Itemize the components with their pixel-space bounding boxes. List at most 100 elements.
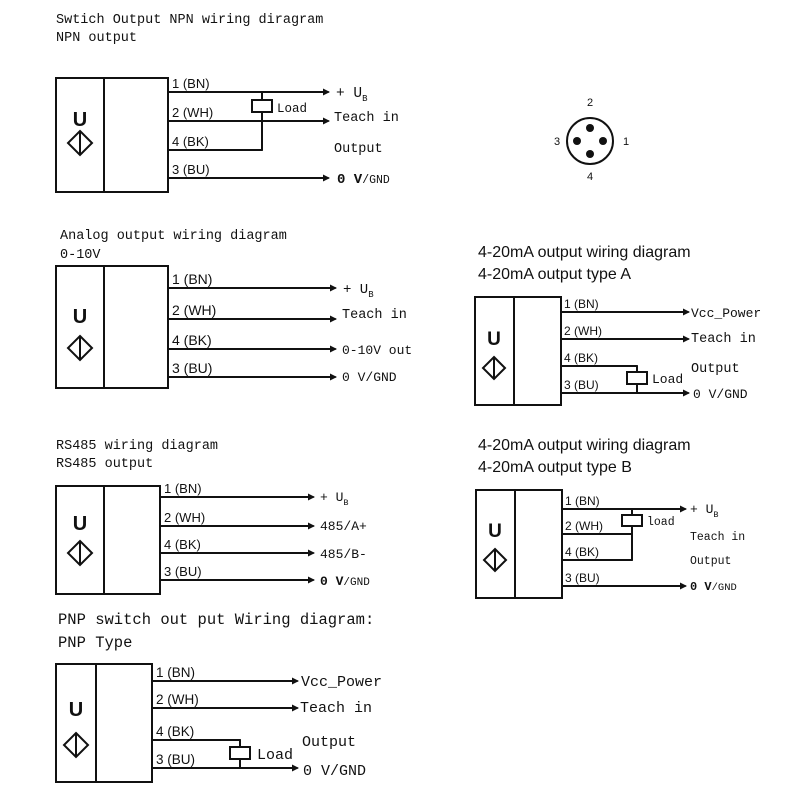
load-label: Load xyxy=(257,747,293,764)
wire-label-wh: 2 (WH) xyxy=(156,692,199,707)
pnp-text: PNP switch out put Wiring diagram: PNP T… xyxy=(58,611,382,780)
wire-label-wh: 2 (WH) xyxy=(172,302,216,318)
wire-label-wh: 2 (WH) xyxy=(564,324,602,338)
wire-label-bn: 1 (BN) xyxy=(164,481,202,496)
load-resistor xyxy=(251,99,273,113)
wire-label-bu: 3 (BU) xyxy=(172,162,210,177)
sensor-letter: U xyxy=(73,513,87,535)
wire-label-bk: 4 (BK) xyxy=(564,351,598,365)
wire-label-bn: 1 (BN) xyxy=(172,76,210,91)
wire-label-bk: 4 (BK) xyxy=(164,537,201,552)
sensor-body xyxy=(475,489,563,599)
teach-label: Teach in xyxy=(300,700,372,717)
ma-b-diagram xyxy=(475,489,687,599)
teach-label: Teach in xyxy=(691,332,756,347)
npn-title: Swtich Output NPN wiring diragram xyxy=(56,13,323,28)
wire-label-wh: 2 (WH) xyxy=(172,105,213,120)
gnd-label: 0 V/GND xyxy=(690,580,737,594)
ma-a-subtitle: 4-20mA output type A xyxy=(478,266,631,283)
pnp-subtitle: PNP Type xyxy=(58,634,132,652)
gnd-label: 0 V/GND xyxy=(303,763,366,780)
gnd-label: 0 V/GND xyxy=(693,387,748,402)
wire-label-bn: 1 (BN) xyxy=(172,271,212,287)
gnd-label: 0 V/GND xyxy=(320,574,370,589)
gnd-label: 0 V/GND xyxy=(342,370,397,385)
wire-label-bk: 4 (BK) xyxy=(156,724,194,739)
analog-subtitle: 0-10V xyxy=(60,248,101,263)
npn-diagram xyxy=(55,77,330,193)
analog-diagram xyxy=(55,265,337,389)
ma-b-text: 4-20mA output wiring diagram 4-20mA outp… xyxy=(478,437,745,594)
sensor-letter: U xyxy=(69,699,83,721)
supply-label: + UB xyxy=(690,502,719,520)
wire-label-bn: 1 (BN) xyxy=(564,297,599,311)
m12-connector xyxy=(566,117,614,165)
vcc-label: Vcc_Power xyxy=(301,674,382,691)
wire-label-bk: 4 (BK) xyxy=(565,545,599,559)
ma-b-subtitle: 4-20mA output type B xyxy=(478,459,632,476)
load-resistor xyxy=(626,371,648,385)
teach-label: Teach in xyxy=(342,308,407,323)
sensor-letter: U xyxy=(73,306,87,328)
rs485-text: RS485 wiring diagram RS485 output U 1 (B… xyxy=(56,439,370,589)
pin-3 xyxy=(573,137,581,145)
analog-title: Analog output wiring diagram xyxy=(60,229,287,244)
pnp-diagram xyxy=(55,663,299,783)
output-label: Output xyxy=(691,362,740,377)
wire-label-bn: 1 (BN) xyxy=(565,494,600,508)
sensor-letter: U xyxy=(487,329,501,350)
ma-b-title: 4-20mA output wiring diagram xyxy=(478,437,691,454)
wire-label-bk: 4 (BK) xyxy=(172,134,209,149)
pin-label-3: 3 xyxy=(554,136,560,148)
ma-a-text: 4-20mA output wiring diagram 4-20mA outp… xyxy=(478,244,761,402)
load-label: Load xyxy=(652,372,683,387)
pin-label-4: 4 xyxy=(587,171,593,183)
wire-label-bk: 4 (BK) xyxy=(172,332,212,348)
wire-label-bn: 1 (BN) xyxy=(156,665,195,680)
load-label: Load xyxy=(277,102,307,116)
output-label: Output xyxy=(334,142,383,157)
vcc-label: Vcc_Power xyxy=(691,306,761,321)
teach-label: Teach in xyxy=(690,531,745,544)
connector-housing xyxy=(566,117,614,165)
sensor-body xyxy=(55,77,169,193)
rs485-title: RS485 wiring diagram xyxy=(56,439,218,454)
pnp-title: PNP switch out put Wiring diagram: xyxy=(58,611,374,629)
analog-text: Analog output wiring diagram 0-10V U 1 (… xyxy=(60,229,412,385)
wire-label-bu: 3 (BU) xyxy=(564,378,599,392)
sensor-body xyxy=(55,663,153,783)
wire-label-wh: 2 (WH) xyxy=(164,510,205,525)
pin-4 xyxy=(586,150,594,158)
ma-a-diagram xyxy=(474,296,690,406)
pin-label-1: 1 xyxy=(623,136,629,148)
output-label: Output xyxy=(690,555,731,568)
rs485-a-label: 485/A+ xyxy=(320,519,367,534)
supply-label: + UB xyxy=(343,282,374,300)
sensor-body xyxy=(55,265,169,389)
rs485-b-label: 485/B- xyxy=(320,547,367,562)
wire-label-bu: 3 (BU) xyxy=(164,564,202,579)
pin-2 xyxy=(586,124,594,132)
supply-label: + UB xyxy=(320,490,349,508)
rs485-subtitle: RS485 output xyxy=(56,457,153,472)
supply-label: + UB xyxy=(336,86,368,104)
pin-1 xyxy=(599,137,607,145)
npn-subtitle: NPN output xyxy=(56,31,137,46)
sensor-body xyxy=(55,485,161,595)
teach-label: Teach in xyxy=(334,111,399,126)
rs485-diagram xyxy=(55,485,315,595)
npn-text: Swtich Output NPN wiring diragram NPN ou… xyxy=(56,13,399,188)
sensor-body xyxy=(474,296,562,406)
sensor-letter: U xyxy=(488,521,502,542)
sensor-symbols xyxy=(62,129,508,759)
sensor-letter: U xyxy=(73,109,87,131)
load-resistor xyxy=(621,514,643,527)
output-label: 0-10V out xyxy=(342,343,412,358)
pin-label-2: 2 xyxy=(587,97,593,109)
load-label: load xyxy=(647,516,675,529)
load-resistor xyxy=(229,746,251,760)
wire-label-bu: 3 (BU) xyxy=(565,571,600,585)
wire-label-bu: 3 (BU) xyxy=(156,752,195,767)
connector-pin-labels: 2 3 1 4 xyxy=(554,97,629,183)
